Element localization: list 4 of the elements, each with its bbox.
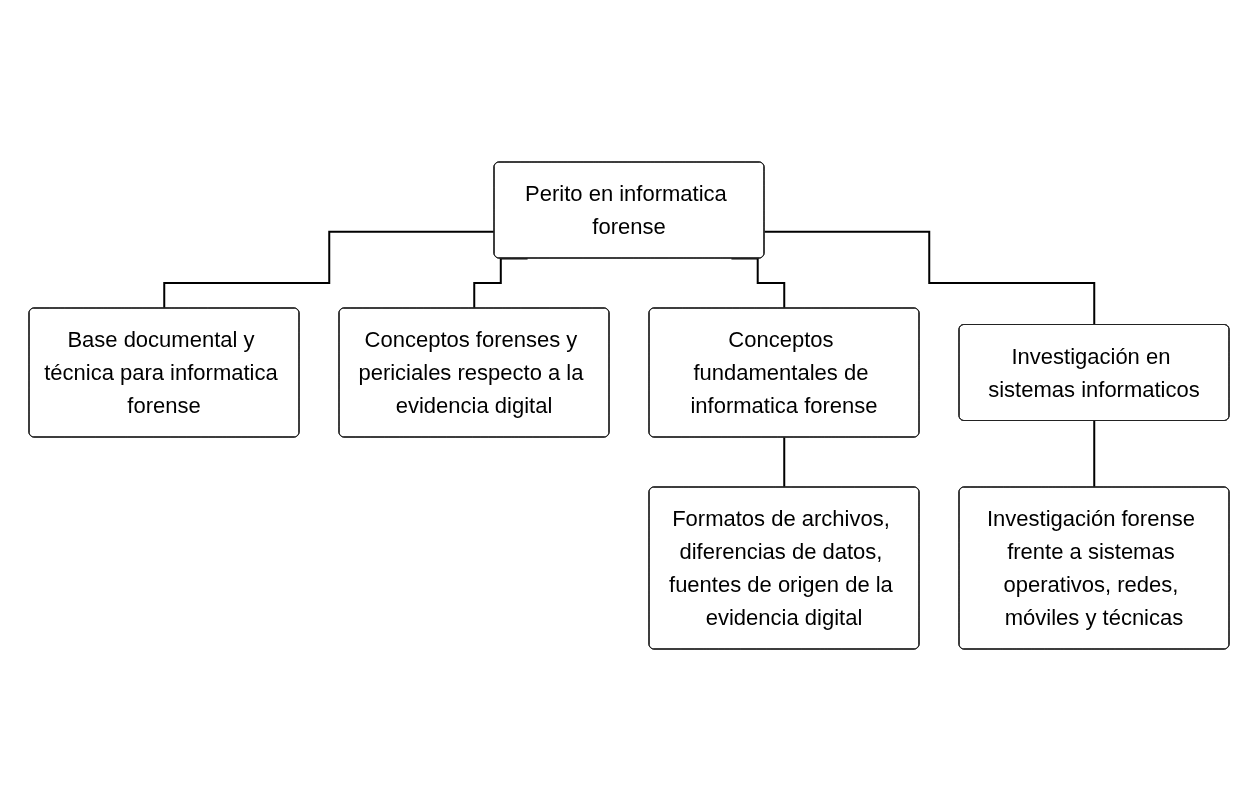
connector bbox=[1093, 420, 1096, 489]
connector bbox=[783, 436, 786, 489]
connector bbox=[763, 230, 1096, 326]
connector bbox=[163, 230, 496, 310]
